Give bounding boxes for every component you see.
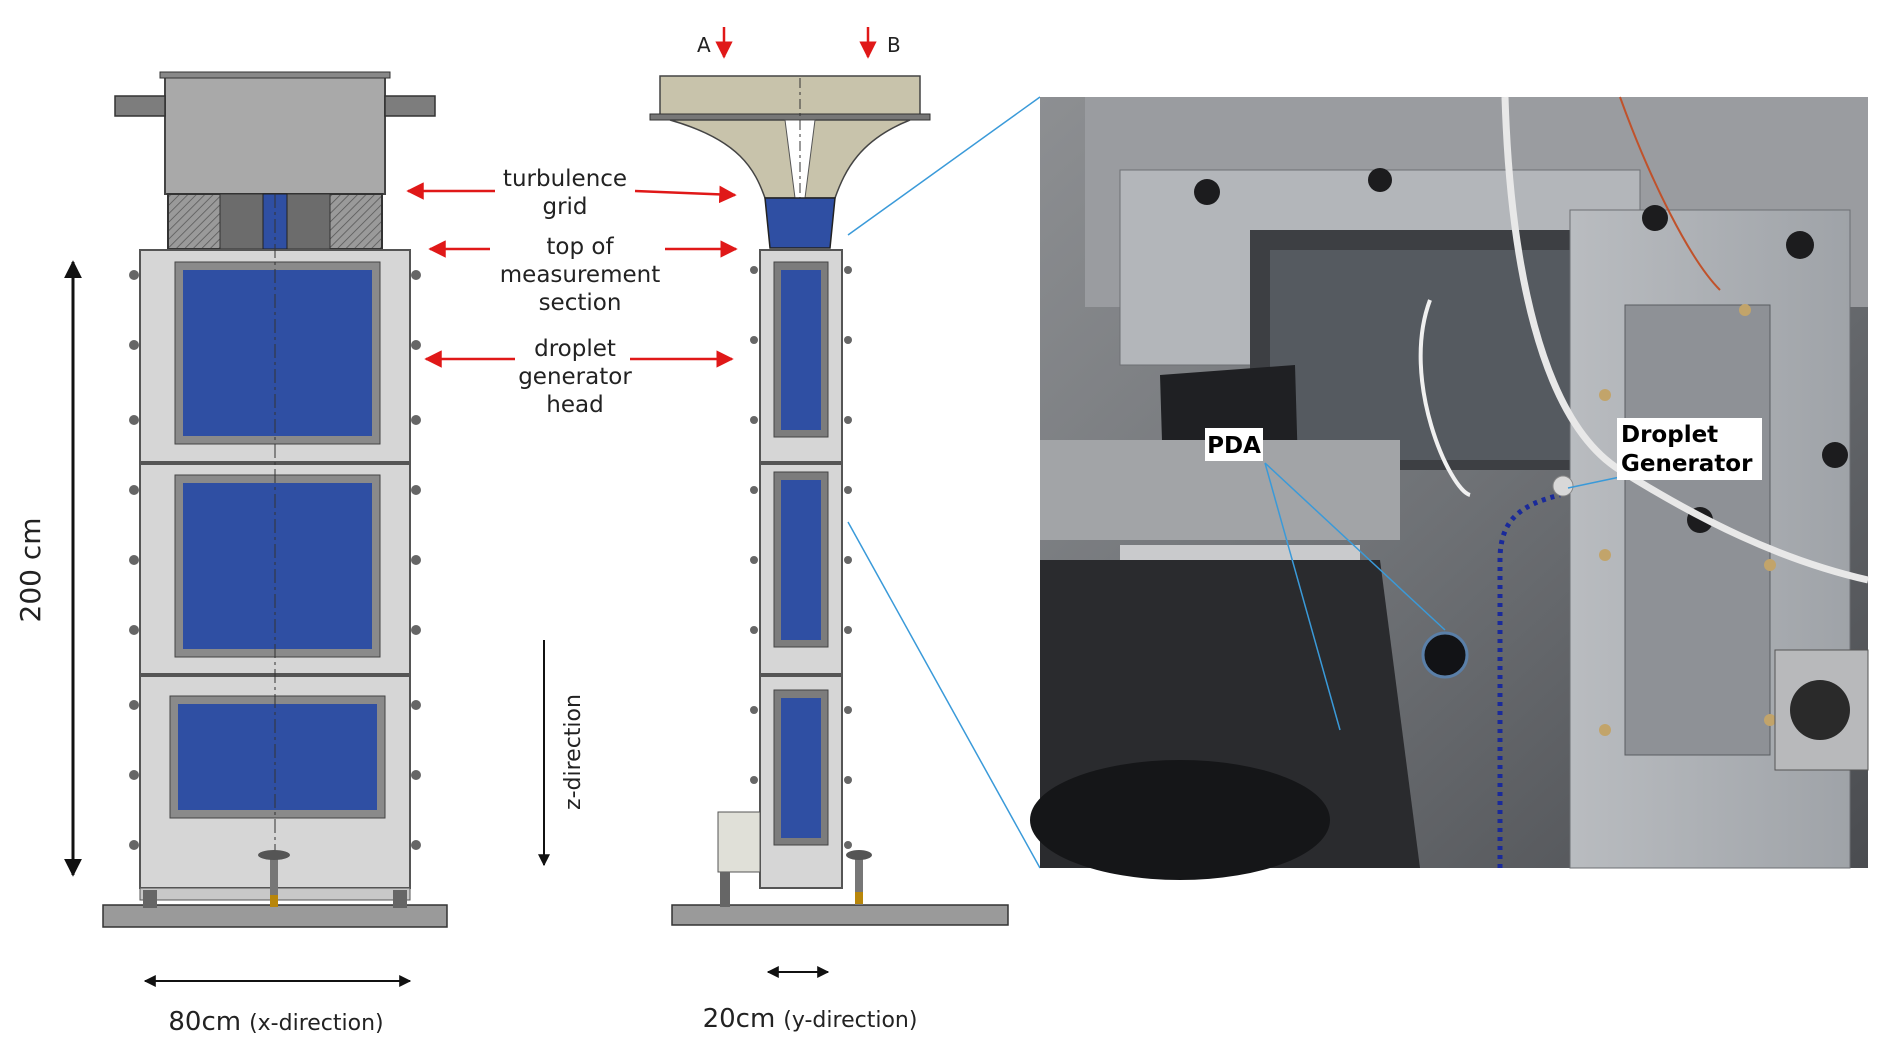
depth-label-note: (y-direction) [783, 1008, 917, 1033]
droplet-head-label-line2: generator [518, 364, 632, 390]
front-view-drawing [102, 71, 448, 928]
inlet-a-label: A [697, 33, 711, 57]
droplet-generator-label-line1: Droplet [1621, 422, 1718, 448]
depth-label: 20cm (y-direction) [703, 1004, 918, 1034]
turbulence-grid-label-line2: grid [542, 194, 587, 220]
droplet-generator-label-line2: Generator [1621, 451, 1753, 477]
dimension-arrows [64, 260, 830, 987]
side-view-drawing [649, 75, 1009, 926]
depth-label-main: 20cm [703, 1004, 776, 1034]
setup-photo: PDA Droplet Generator [1030, 96, 1869, 880]
droplet-head-label-line3: head [546, 392, 603, 418]
height-label: 200 cm [14, 517, 47, 622]
width-label-note: (x-direction) [249, 1011, 384, 1036]
z-direction-label: z-direction [561, 694, 586, 810]
width-label: 80cm (x-direction) [168, 1007, 383, 1037]
turbulence-grid-arrow-right [634, 185, 737, 204]
inlet-b-label: B [887, 33, 901, 57]
zoom-connector-lines [847, 96, 1041, 869]
top-section-label-line2: measurement [500, 262, 660, 288]
diagram-labels: A B turbulence grid top of measurement s… [14, 33, 917, 1037]
top-section-label-line3: section [539, 290, 622, 316]
turbulence-grid-label-line1: turbulence [503, 166, 627, 192]
width-label-main: 80cm [168, 1007, 241, 1037]
top-section-label-line1: top of [546, 234, 614, 260]
droplet-head-label-line1: droplet [534, 336, 616, 362]
pda-label: PDA [1207, 433, 1261, 459]
annotation-arrows [406, 27, 877, 368]
